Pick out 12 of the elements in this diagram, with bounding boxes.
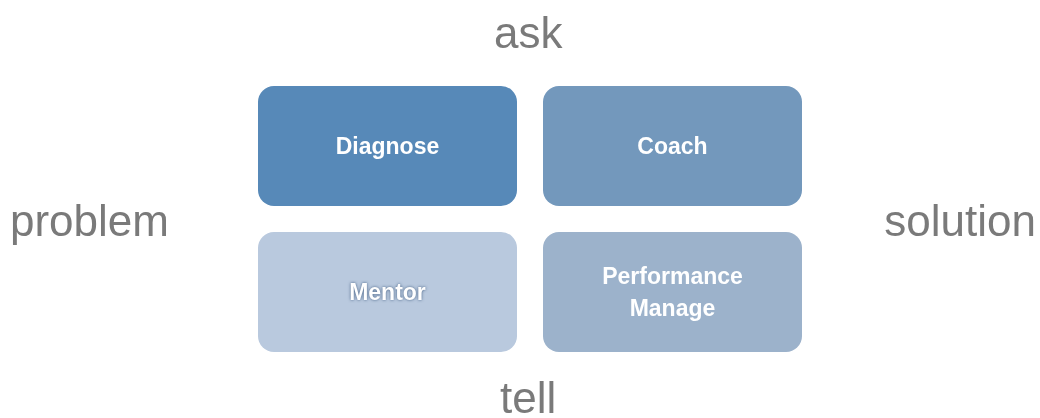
quadrant-box xyxy=(258,232,517,352)
axis-label: ask xyxy=(494,8,563,58)
quadrant-box xyxy=(543,232,802,352)
quadrant-label: Mentor xyxy=(349,278,426,307)
quadrant-box xyxy=(543,86,802,206)
quadrant-label: Coach xyxy=(637,132,708,161)
axis-label: tell xyxy=(500,373,557,418)
quadrant-box xyxy=(258,86,517,206)
axis-label: solution xyxy=(884,196,1036,246)
quadrant-label: Diagnose xyxy=(335,132,440,161)
axis-label: problem xyxy=(10,196,169,246)
quadrant-label: Performance Manage xyxy=(601,262,744,323)
